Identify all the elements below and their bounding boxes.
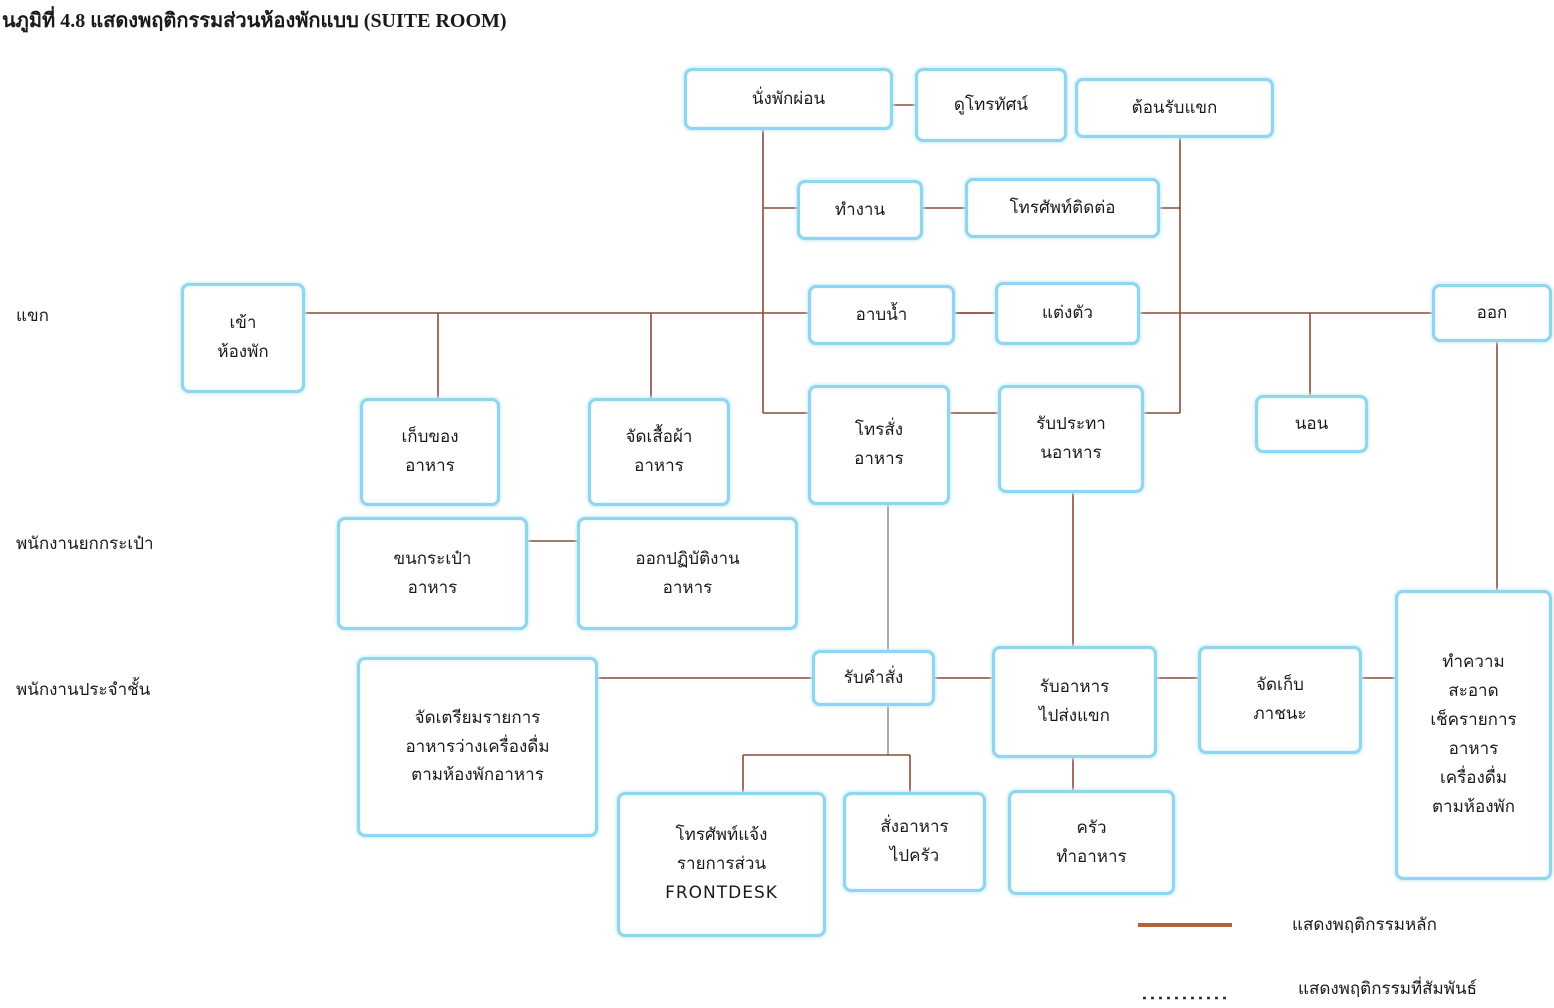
box-exit: ออก <box>1432 284 1552 342</box>
row-label-guest: แขก <box>16 306 49 326</box>
box-dress: แต่งตัว <box>995 282 1140 345</box>
box-kitchen: ครัว ทำอาหาร <box>1008 790 1175 895</box>
box-sleep: นอน <box>1255 395 1368 453</box>
box-go-work: ออกปฏิบัติงาน อาหาร <box>577 517 798 630</box>
box-receive-food: รับอาหาร ไปส่งแขก <box>992 646 1157 758</box>
box-receive-order: รับคำสั่ง <box>812 650 935 706</box>
box-arrange-clothes: จัดเสื้อผ้า อาหาร <box>588 398 730 506</box>
box-send-kitchen: สั่งอาหาร ไปครัว <box>843 792 986 892</box>
box-phone-frontdesk: โทรศัพท์แจ้ง รายการส่วน FRONTDESK <box>617 792 826 937</box>
box-phone-contact: โทรศัพท์ติดต่อ <box>965 178 1160 238</box>
legend-related-label: แสดงพฤติกรรมที่สัมพันธ์ <box>1298 979 1477 999</box>
box-bathe: อาบน้ำ <box>808 285 955 345</box>
box-receive-guest: ต้อนรับแขก <box>1075 78 1274 138</box>
row-label-bellboy: พนักงานยกกระเป๋า <box>16 534 154 554</box>
figure-title: นภูมิที่ 4.8 แสดงพฤติกรรมส่วนห้องพักแบบ … <box>2 10 507 32</box>
box-watch-tv: ดูโทรทัศน์ <box>915 68 1067 142</box>
box-work: ทำงาน <box>797 180 923 240</box>
box-enter-room: เข้า ห้องพัก <box>181 283 305 393</box>
box-order-food: โทรสั่ง อาหาร <box>808 385 950 505</box>
box-eat-food: รับประทา นอาหาร <box>998 385 1144 493</box>
box-relax: นั่งพักผ่อน <box>684 68 893 130</box>
box-store-items: เก็บของ อาหาร <box>360 398 500 506</box>
box-prepare-list: จัดเตรียมรายการ อาหารว่างเครื่องดื่ม ตาม… <box>357 657 598 837</box>
box-carry-luggage: ขนกระเป๋า อาหาร <box>337 517 528 630</box>
box-cleaning: ทำความ สะอาด เช็ครายการ อาหาร เครื่องดื่… <box>1395 590 1552 880</box>
row-label-floor-staff: พนักงานประจำชั้น <box>16 680 151 700</box>
legend-main-label: แสดงพฤติกรรมหลัก <box>1292 915 1437 935</box>
box-collect-dishes: จัดเก็บ ภาชนะ <box>1198 646 1362 754</box>
